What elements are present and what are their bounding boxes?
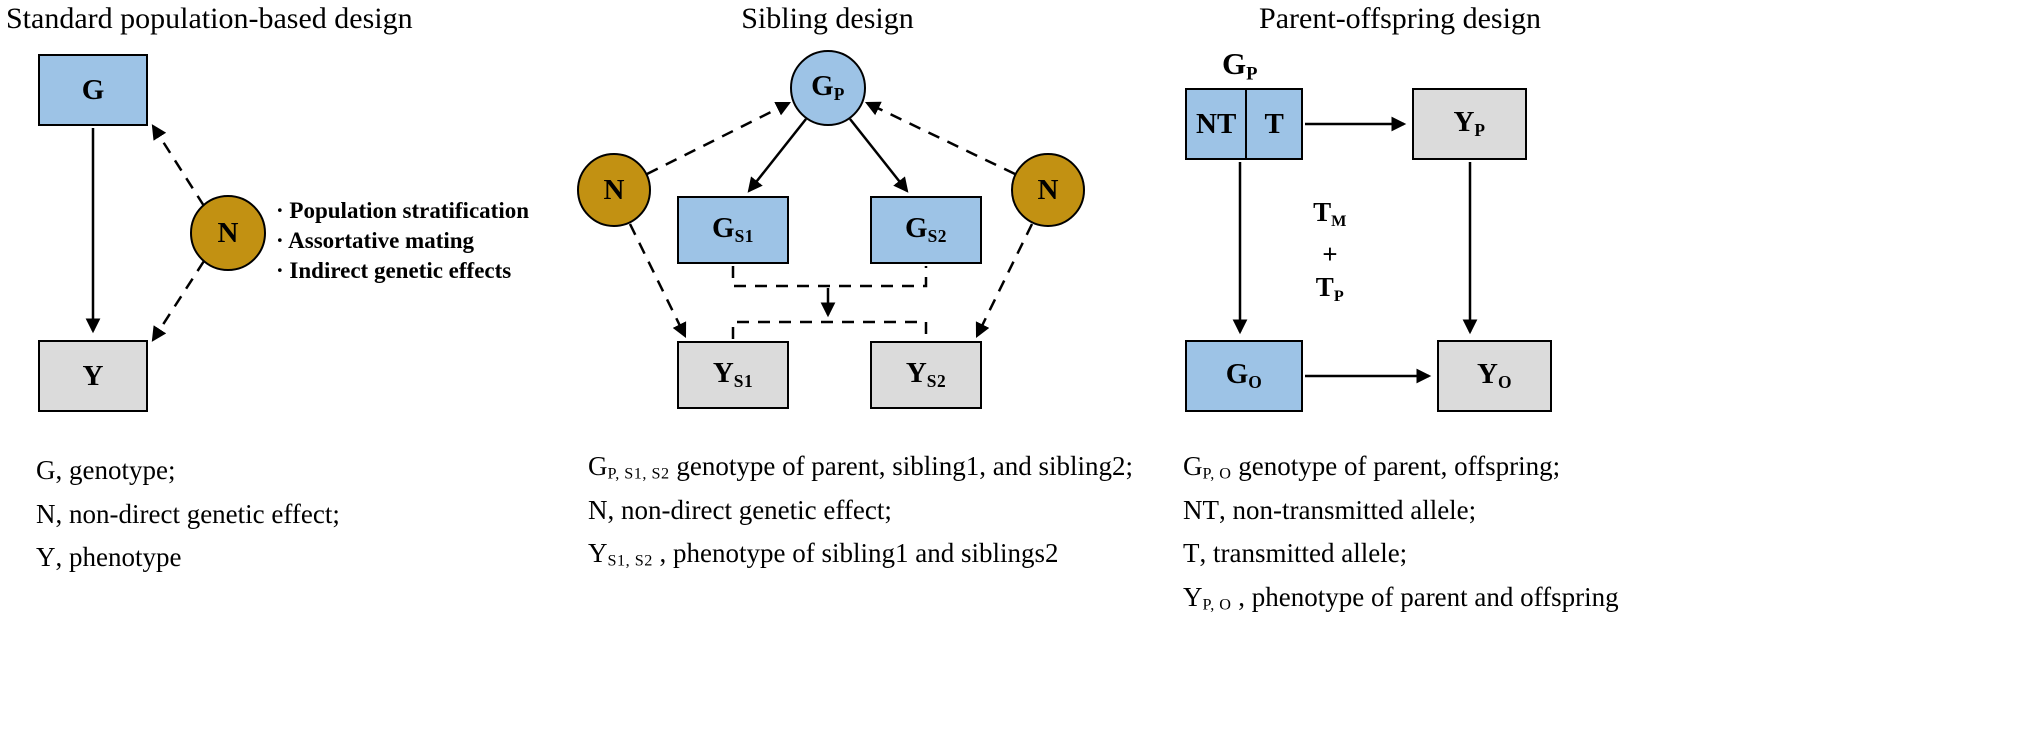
node-n-label: N	[217, 216, 239, 249]
parent-genotype-caption: GP	[1222, 46, 1258, 85]
legend-line: GP, S1, S2 genotype of parent, sibling1,…	[588, 451, 1134, 483]
node-n-right: N	[1011, 153, 1085, 227]
panel-title: Sibling design	[741, 2, 914, 35]
legend-line: YS1, S2 , phenotype of sibling1 and sibl…	[588, 538, 1059, 570]
legend-line: G, genotype;	[36, 455, 176, 485]
t-label: T	[1264, 107, 1284, 140]
legend-line: GP, O genotype of parent, offspring;	[1183, 451, 1561, 483]
panel-title: Parent-offspring design	[1259, 2, 1541, 35]
node-yo: YO	[1437, 340, 1552, 412]
node-gp-label: GP	[811, 70, 845, 105]
nt-label: NT	[1196, 107, 1237, 140]
dashed-arrow-n-to-y	[151, 260, 206, 342]
legend-line: T, transmitted allele;	[1183, 538, 1408, 569]
node-yo-label: YO	[1477, 358, 1512, 393]
transmission-label: TM + TP	[1298, 196, 1362, 313]
node-g-label: G	[81, 73, 105, 106]
node-go: GO	[1185, 340, 1303, 412]
confounder-bullet-list: · Population stratification · Assortativ…	[276, 196, 529, 286]
node-go-label: GO	[1225, 358, 1263, 393]
legend-line: Y, phenotype	[36, 542, 182, 573]
transmission-line: TP	[1315, 271, 1345, 305]
parent-offspring-legend: GP, O genotype of parent, offspring; NT,…	[1183, 448, 1619, 622]
dashed-arrow-nright-to-gp	[864, 101, 1016, 176]
node-n: N	[190, 195, 266, 271]
dashed-connector-top	[731, 266, 928, 288]
node-y-label: Y	[82, 359, 104, 392]
dashed-connector-bottom	[731, 320, 928, 339]
nt-cell: NT	[1187, 90, 1248, 158]
panel-title: Standard population-based design	[6, 2, 413, 35]
legend-line: N, non-direct genetic effect;	[36, 498, 340, 529]
node-n-left-label: N	[603, 173, 625, 206]
arrow-gp-to-gs2	[849, 118, 909, 193]
legend-line: NT, non-transmitted allele;	[1183, 494, 1477, 525]
node-ys2-label: YS2	[905, 357, 947, 392]
node-n-left: N	[577, 153, 651, 227]
node-gs1-label: GS1	[712, 212, 754, 247]
node-ys2: YS2	[870, 341, 982, 409]
legend-line: N, non-direct genetic effect;	[588, 494, 892, 525]
dashed-arrow-n-to-g	[151, 124, 206, 207]
t-cell: T	[1247, 90, 1301, 158]
node-gs1: GS1	[677, 196, 789, 264]
node-ys1: YS1	[677, 341, 789, 409]
bullet-item: · Indirect genetic effects	[276, 258, 512, 283]
sibling-legend: GP, S1, S2 genotype of parent, sibling1,…	[588, 448, 1133, 579]
node-gp: GP	[790, 50, 866, 126]
node-gs2-label: GS2	[905, 212, 947, 247]
bullet-item: · Assortative mating	[276, 228, 475, 253]
bullet-item: · Population stratification	[276, 198, 529, 223]
node-yp-label: YP	[1453, 106, 1486, 141]
node-y: Y	[38, 340, 148, 412]
transmission-line: +	[1322, 238, 1338, 269]
population-legend: G, genotype; N, non-direct genetic effec…	[36, 452, 340, 583]
node-parent-genotype: NT T	[1185, 88, 1303, 160]
transmission-line: TM	[1313, 197, 1347, 230]
node-n-right-label: N	[1037, 173, 1059, 206]
node-g: G	[38, 54, 148, 126]
arrow-gp-to-gs1	[747, 118, 807, 193]
dashed-arrow-nleft-to-gp	[646, 101, 792, 176]
node-ys1-label: YS1	[712, 357, 754, 392]
node-gs2: GS2	[870, 196, 982, 264]
dashed-arrow-nright-to-ys2	[975, 223, 1034, 339]
legend-line: YP, O , phenotype of parent and offsprin…	[1183, 581, 1619, 614]
node-yp: YP	[1412, 88, 1527, 160]
